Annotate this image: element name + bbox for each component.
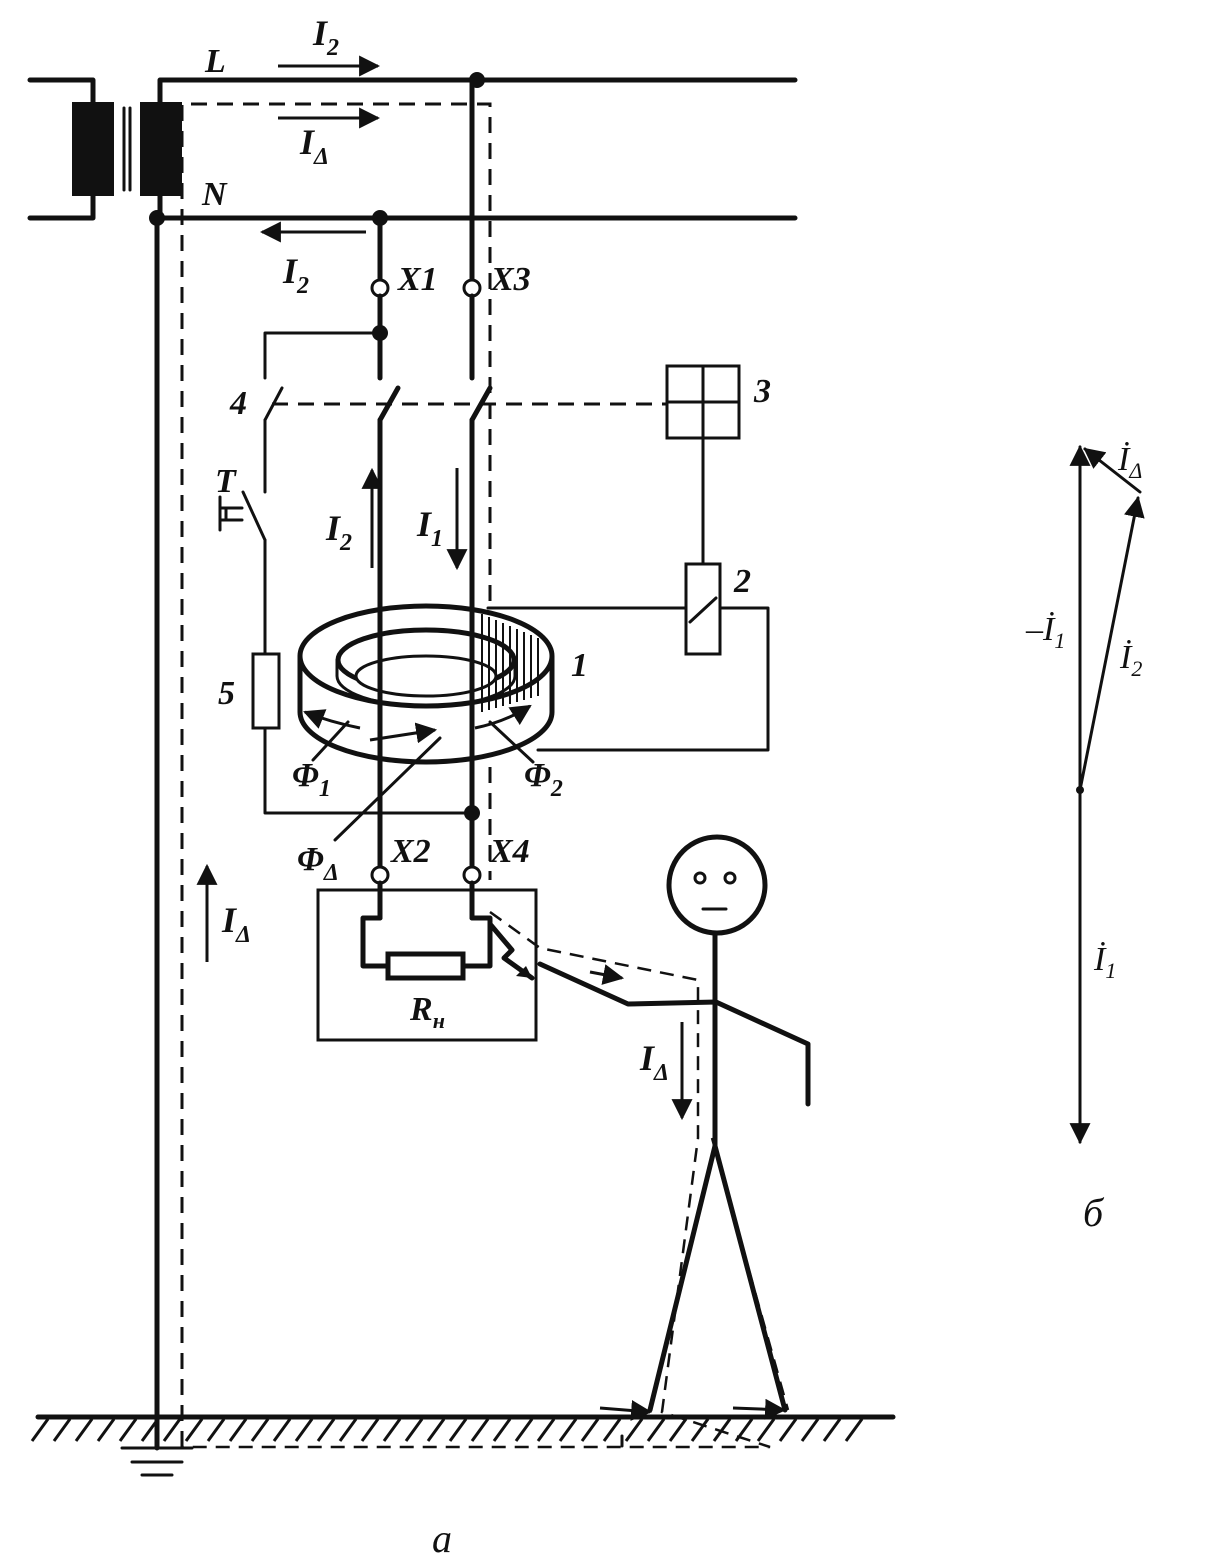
label-i1-mid: I1 — [416, 504, 443, 552]
label-3: 3 — [753, 373, 771, 410]
label-2: 2 — [733, 563, 751, 600]
text-labels: L N I2 IΔ I2 X1 X3 X2 X4 3 4 T 2 1 5 I2 … — [201, 13, 1142, 1561]
caption-b: б — [1083, 1190, 1105, 1235]
vector-i2 — [1078, 495, 1145, 792]
label-idelta-body: IΔ — [639, 1038, 669, 1086]
relay — [486, 562, 770, 752]
current-arrows — [196, 55, 787, 1448]
label-phi-delta: ΦΔ — [297, 841, 339, 886]
label-N: N — [201, 176, 228, 213]
label-vector-i1: İ1 — [1093, 941, 1116, 983]
phase-branch — [462, 77, 493, 921]
label-idelta-left: IΔ — [221, 900, 251, 948]
test-resistor — [251, 652, 281, 730]
label-i2-mid: I2 — [325, 508, 352, 556]
label-idelta-top: IΔ — [299, 122, 329, 170]
vector-idelta — [1083, 447, 1142, 494]
label-4: 4 — [229, 385, 247, 422]
line-L — [157, 72, 798, 105]
load-resistor — [385, 951, 466, 981]
label-1: 1 — [571, 647, 588, 684]
ground — [30, 1414, 896, 1442]
label-i2-left: I2 — [282, 251, 309, 299]
trip-mechanism — [665, 364, 741, 566]
label-T: T — [215, 463, 237, 500]
label-phi2: Φ2 — [524, 757, 563, 802]
label-vector-idelta: İΔ — [1117, 441, 1142, 483]
label-5: 5 — [218, 675, 235, 712]
label-x3: X3 — [490, 261, 531, 298]
test-circuit — [218, 331, 474, 815]
conductors-through-core — [377, 597, 475, 773]
label-x4: X4 — [489, 833, 530, 870]
load-box — [316, 888, 538, 1042]
earth-conductor — [120, 215, 194, 1477]
label-L: L — [204, 43, 226, 80]
leakage-path — [180, 102, 790, 1449]
label-phi1: Φ1 — [292, 757, 331, 802]
person — [537, 834, 811, 1413]
label-vector-minus-i1: –İ1 — [1025, 611, 1065, 653]
label-i2-top: I2 — [312, 13, 339, 61]
label-rn: Rн — [409, 991, 445, 1033]
label-x1: X1 — [397, 261, 438, 298]
label-x2: X2 — [390, 833, 431, 870]
vector-diagram — [1069, 444, 1145, 1145]
label-vector-i2: İ2 — [1119, 639, 1142, 681]
transformer — [27, 77, 182, 221]
caption-a: а — [432, 1516, 452, 1561]
toroid-core — [297, 603, 555, 842]
